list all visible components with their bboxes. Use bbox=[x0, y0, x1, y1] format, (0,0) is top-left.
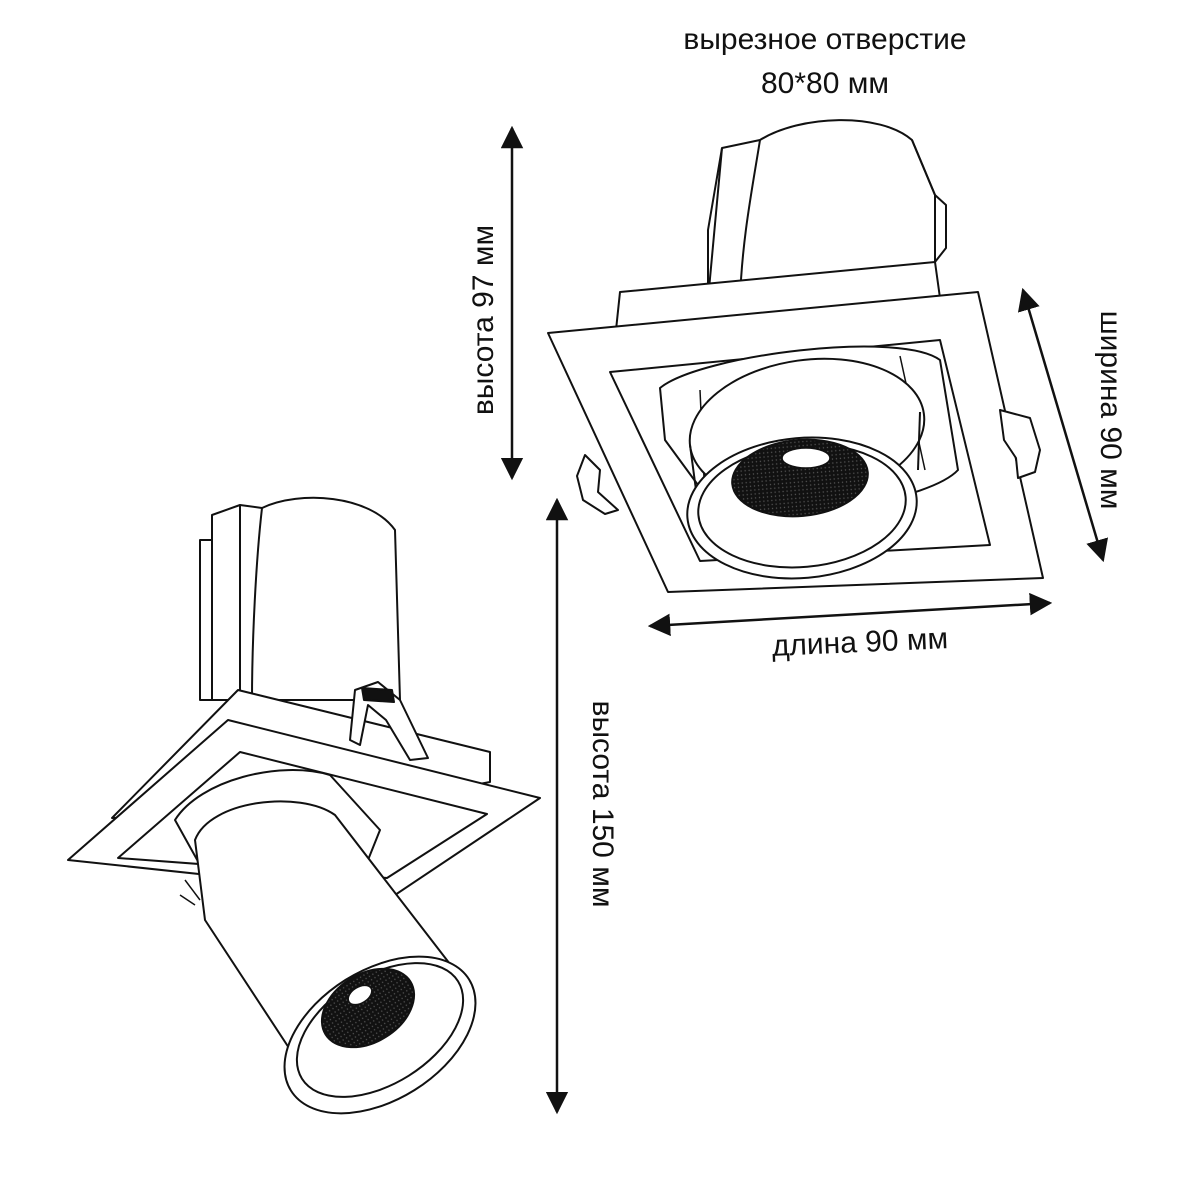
cutout-label-line2: 80*80 мм bbox=[761, 67, 889, 100]
led-lens-spot bbox=[347, 984, 373, 1006]
height-left-label: высота 150 мм bbox=[586, 700, 619, 908]
led-lens bbox=[781, 447, 831, 469]
height-top-label: высота 97 мм bbox=[467, 224, 500, 416]
reflector-spot bbox=[320, 967, 416, 1049]
downlight-top-view bbox=[547, 119, 1044, 593]
spring-coil bbox=[361, 687, 395, 703]
width-right-label: ширина 90 мм bbox=[1094, 310, 1127, 510]
rear-housing bbox=[707, 119, 947, 303]
reflector bbox=[731, 438, 869, 518]
spotlight-side-view bbox=[67, 496, 541, 1115]
spring-clip-left bbox=[576, 454, 619, 515]
dimension-arrow-width bbox=[1017, 287, 1109, 563]
dimension-arrow-length bbox=[647, 592, 1053, 637]
cutout-label-line1: вырезное отверстие bbox=[683, 23, 967, 56]
